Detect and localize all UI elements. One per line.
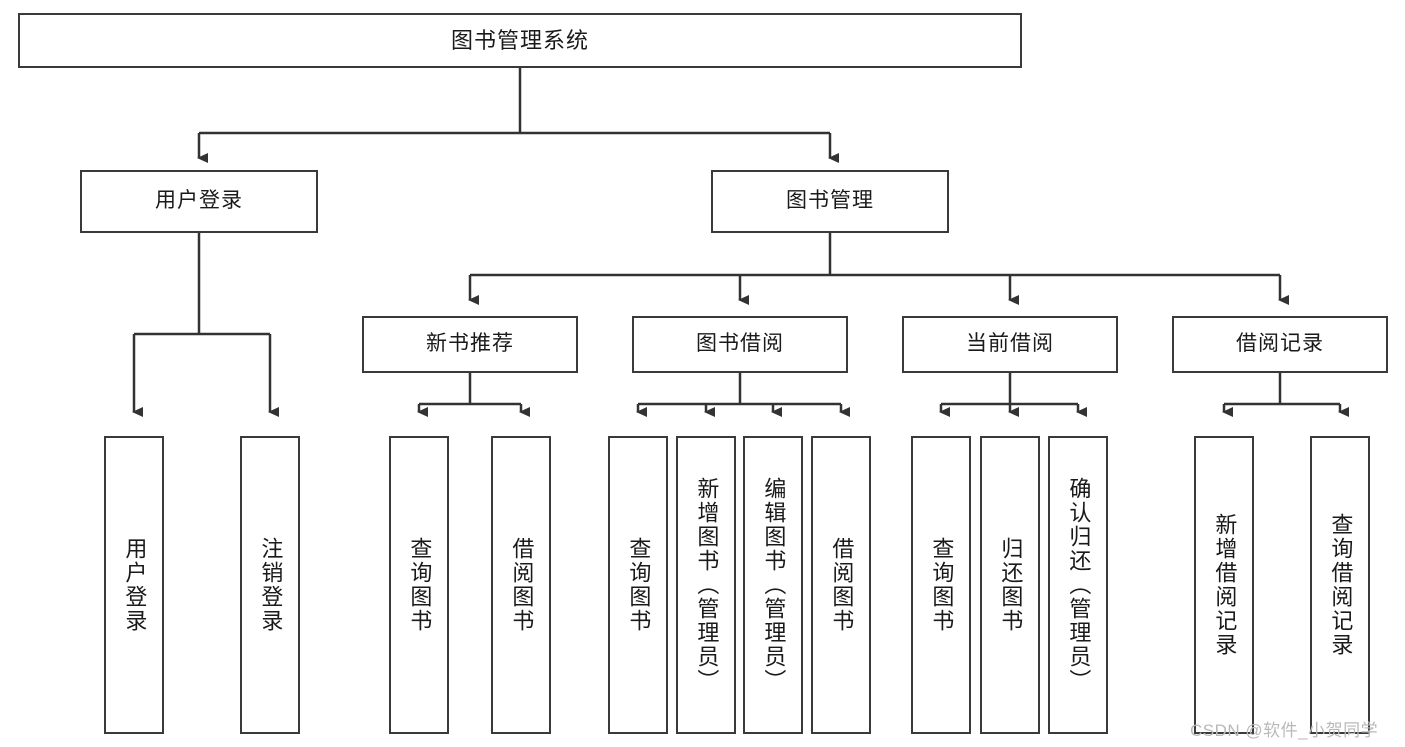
node-label: 用户登录 xyxy=(155,189,243,213)
node-label: 图书管理系统 xyxy=(450,27,589,53)
node-label: 新增图书（管理员） xyxy=(694,477,720,693)
node-label: 借阅图书 xyxy=(829,537,855,633)
node-book-borrow[interactable]: 图书借阅 xyxy=(632,316,848,373)
node-label: 新增借阅记录 xyxy=(1212,513,1238,657)
leaf-query-book-current[interactable]: 查询图书 xyxy=(911,436,971,734)
node-label: 新书推荐 xyxy=(426,332,514,356)
node-label: 查询图书 xyxy=(626,537,652,633)
node-label: 当前借阅 xyxy=(966,332,1054,356)
node-label: 查询图书 xyxy=(929,537,955,633)
leaf-query-book-borrow[interactable]: 查询图书 xyxy=(608,436,668,734)
node-label: 归还图书 xyxy=(998,537,1024,633)
node-borrow-record[interactable]: 借阅记录 xyxy=(1172,316,1388,373)
node-label: 确认归还（管理员） xyxy=(1066,477,1092,693)
leaf-query-book-recommend[interactable]: 查询图书 xyxy=(389,436,449,734)
node-label: 借阅图书 xyxy=(509,537,535,633)
node-label: 图书管理 xyxy=(786,189,874,213)
csdn-watermark: CSDN @软件_小贺同学 xyxy=(1190,721,1379,740)
leaf-user-login[interactable]: 用户登录 xyxy=(104,436,164,734)
leaf-add-borrow-record[interactable]: 新增借阅记录 xyxy=(1194,436,1254,734)
node-new-book-recommend[interactable]: 新书推荐 xyxy=(362,316,578,373)
leaf-add-book-admin[interactable]: 新增图书（管理员） xyxy=(676,436,736,734)
leaf-borrow-book[interactable]: 借阅图书 xyxy=(811,436,871,734)
node-label: 查询图书 xyxy=(407,537,433,633)
leaf-borrow-book-recommend[interactable]: 借阅图书 xyxy=(491,436,551,734)
node-label: 编辑图书（管理员） xyxy=(761,477,787,693)
node-book-management[interactable]: 图书管理 xyxy=(711,170,949,233)
leaf-query-borrow-record[interactable]: 查询借阅记录 xyxy=(1310,436,1370,734)
node-label: 查询借阅记录 xyxy=(1328,513,1354,657)
node-root-system[interactable]: 图书管理系统 xyxy=(18,13,1022,68)
leaf-return-book[interactable]: 归还图书 xyxy=(980,436,1040,734)
leaf-edit-book-admin[interactable]: 编辑图书（管理员） xyxy=(743,436,803,734)
leaf-confirm-return-admin[interactable]: 确认归还（管理员） xyxy=(1048,436,1108,734)
node-label: 借阅记录 xyxy=(1236,332,1324,356)
node-label: 图书借阅 xyxy=(696,332,784,356)
node-label: 注销登录 xyxy=(258,537,284,633)
node-current-borrow[interactable]: 当前借阅 xyxy=(902,316,1118,373)
node-label: 用户登录 xyxy=(122,537,148,633)
node-user-login[interactable]: 用户登录 xyxy=(80,170,318,233)
leaf-logout[interactable]: 注销登录 xyxy=(240,436,300,734)
